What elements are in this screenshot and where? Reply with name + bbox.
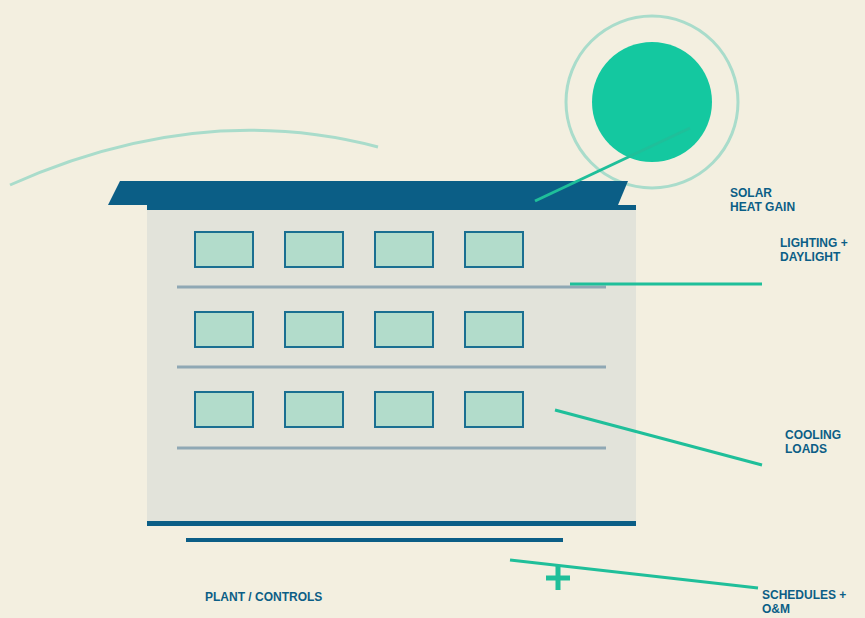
callout-label: PLANT / CONTROLS <box>205 590 405 604</box>
sky-arc <box>10 130 378 185</box>
floor-lines <box>177 287 606 448</box>
leader-lines <box>510 128 762 588</box>
sun-ring <box>566 16 738 188</box>
callout-label: SOLAR HEAT GAIN <box>730 186 804 214</box>
plant-slab <box>186 538 563 542</box>
callout-label: LIGHTING + DAYLIGHT <box>780 236 858 264</box>
base <box>147 521 636 526</box>
plus-sign <box>546 566 570 590</box>
sun <box>592 42 712 162</box>
building-body <box>147 205 636 522</box>
callout-label: COOLING LOADS <box>785 428 855 456</box>
callout-label: SCHEDULES + O&M <box>762 588 852 616</box>
windows <box>195 232 523 427</box>
roof-edge <box>147 205 636 210</box>
